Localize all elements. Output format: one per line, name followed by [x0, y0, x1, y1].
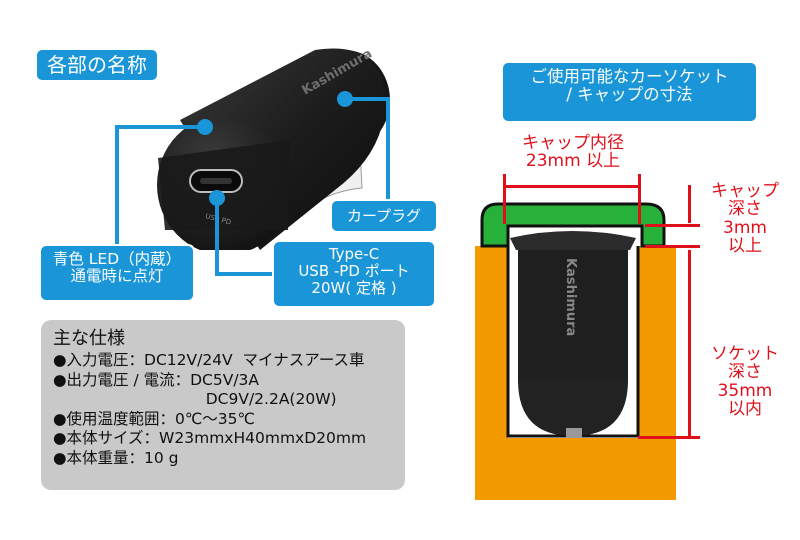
led-callout-line-v — [115, 125, 119, 247]
spec-row-output: ●出力電圧 / 電流：DC5V/3A — [53, 370, 260, 389]
cap-depth-line-top — [645, 224, 700, 227]
car-plug-callout-line-h — [345, 97, 390, 101]
cap-depth-line-bottom — [645, 245, 700, 248]
cap-inner-tick-right — [638, 174, 641, 224]
section-title-socket-dimensions: ご使用可能なカーソケット / キャップの寸法 — [503, 63, 756, 121]
led-callout-box: 青色 LED（内蔵） 通電時に点灯 — [41, 246, 193, 300]
socket-depth-arrow — [688, 250, 691, 436]
spec-row-input-voltage: ●入力電圧：DC12V/24V マイナスアース車 — [53, 351, 365, 369]
spec-title: 主な仕様 — [53, 328, 125, 349]
cap-depth-arrow — [688, 185, 691, 223]
spec-row-output-pd: DC9V/2.2A(20W) — [53, 390, 337, 408]
socket-diagram: Kashimura — [470, 190, 680, 500]
led-callout-dot — [197, 119, 213, 135]
socket-bottom — [475, 438, 676, 500]
car-plug-callout-line-v — [386, 97, 390, 203]
cap-inner-diameter-label: キャップ内径 23mm 以上 — [522, 133, 624, 172]
car-charger-icon: Kashimura USB PD — [157, 46, 390, 255]
cap-inner-arrow-line — [506, 185, 638, 188]
port-callout-line-v — [215, 196, 219, 276]
socket-depth-label: ソケット 深さ 35mm 以内 — [711, 344, 779, 420]
car-plug-callout-box: カープラグ — [332, 201, 436, 231]
port-callout-line-h — [215, 272, 277, 276]
spec-row-temperature: ●使用温度範囲：0℃～35℃ — [53, 409, 255, 428]
socket-depth-line-bottom — [638, 436, 700, 439]
port-callout-box: Type-C USB -PD ポート 20W( 定格 ) — [274, 242, 434, 306]
svg-text:Kashimura: Kashimura — [563, 258, 578, 336]
cap-depth-label: キャップ 深さ 3mm 以上 — [711, 181, 779, 257]
cap-inner-tick-left — [503, 174, 506, 224]
led-callout-line-h — [115, 125, 205, 129]
spec-box: 主な仕様 ●入力電圧：DC12V/24V マイナスアース車 ●出力電圧 / 電流… — [41, 320, 405, 490]
product-illustration: Kashimura USB PD — [150, 40, 400, 255]
section-title-part-names: 各部の名称 — [37, 50, 157, 80]
spec-row-weight: ●本体重量：10 g — [53, 448, 179, 467]
spec-row-size: ●本体サイズ：W23mmxH40mmxD20mm — [53, 429, 367, 447]
